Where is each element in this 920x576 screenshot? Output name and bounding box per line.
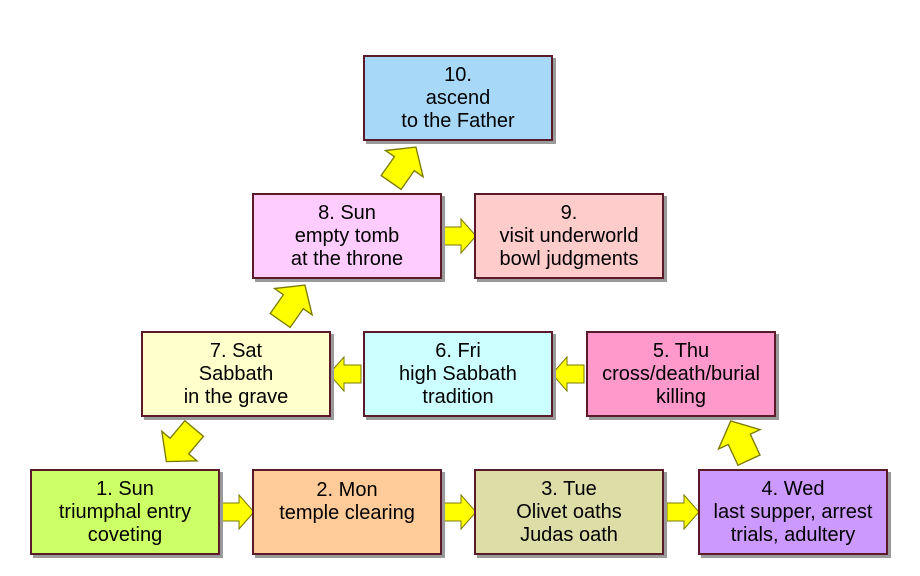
arrow-3-to-4	[666, 493, 700, 531]
step-10-line-3: to the Father	[401, 109, 515, 132]
arrow-5-to-6	[551, 355, 585, 393]
step-box-1: 1. Sun triumphal entry coveting	[30, 469, 220, 555]
step-7-line-3: in the grave	[183, 385, 289, 408]
arrow-2-to-3	[443, 493, 477, 531]
arrow-7-to-1	[160, 419, 205, 463]
step-10-line-2: ascend	[425, 86, 491, 109]
step-9-line-1: 9.	[560, 201, 578, 224]
step-3-line-3: Judas oath	[520, 523, 618, 546]
step-10-line-1: 10.	[444, 63, 472, 86]
step-box-10: 10. ascend to the Father	[363, 55, 553, 141]
step-8-line-3: at the throne	[290, 247, 404, 270]
arrow-8-to-9	[443, 217, 477, 255]
step-6-line-3: tradition	[422, 385, 494, 408]
step-3-line-1: 3. Tue	[541, 477, 597, 500]
step-1-line-3: coveting	[87, 523, 163, 546]
step-5-line-1: 5. Thu	[652, 339, 710, 362]
step-box-2: 2. Mon temple clearing	[252, 469, 442, 555]
step-box-8: 8. Sun empty tomb at the throne	[252, 193, 442, 279]
step-9-line-3: bowl judgments	[499, 247, 639, 270]
step-4-line-2: last supper, arrest	[713, 500, 873, 523]
step-box-3: 3. Tue Olivet oaths Judas oath	[474, 469, 664, 555]
arrow-4-to-5	[717, 420, 762, 467]
step-8-line-1: 8. Sun	[318, 201, 376, 224]
step-box-4: 4. Wed last supper, arrest trials, adult…	[698, 469, 888, 555]
step-6-line-1: 6. Fri	[435, 339, 481, 362]
step-6-line-2: high Sabbath	[399, 362, 517, 385]
arrow-6-to-7	[328, 355, 362, 393]
step-1-line-2: triumphal entry	[58, 500, 192, 523]
step-box-9: 9. visit underworld bowl judgments	[474, 193, 664, 279]
step-7-line-2: Sabbath	[198, 362, 274, 385]
step-4-line-3: trials, adultery	[730, 523, 856, 546]
step-2-line-1: 2. Mon	[316, 479, 378, 501]
step-7-line-1: 7. Sat	[209, 339, 263, 362]
step-9-line-2: visit underworld	[499, 224, 639, 247]
arrow-7-to-8	[269, 284, 314, 329]
step-box-7: 7. Sat Sabbath in the grave	[141, 331, 331, 417]
arrow-1-to-2	[221, 493, 255, 531]
arrow-8-to-10	[380, 146, 425, 191]
step-5-line-3: killing	[655, 385, 707, 408]
step-5-line-2: cross/death/burial	[602, 362, 760, 385]
step-box-6: 6. Fri high Sabbath tradition	[363, 331, 553, 417]
step-2-line-2: temple clearing	[279, 502, 415, 524]
step-3-line-2: Olivet oaths	[516, 500, 622, 523]
step-8-line-2: empty tomb	[294, 224, 400, 247]
step-1-line-1: 1. Sun	[96, 477, 154, 500]
step-4-line-1: 4. Wed	[761, 477, 825, 500]
step-box-5: 5. Thu cross/death/burial killing	[586, 331, 776, 417]
